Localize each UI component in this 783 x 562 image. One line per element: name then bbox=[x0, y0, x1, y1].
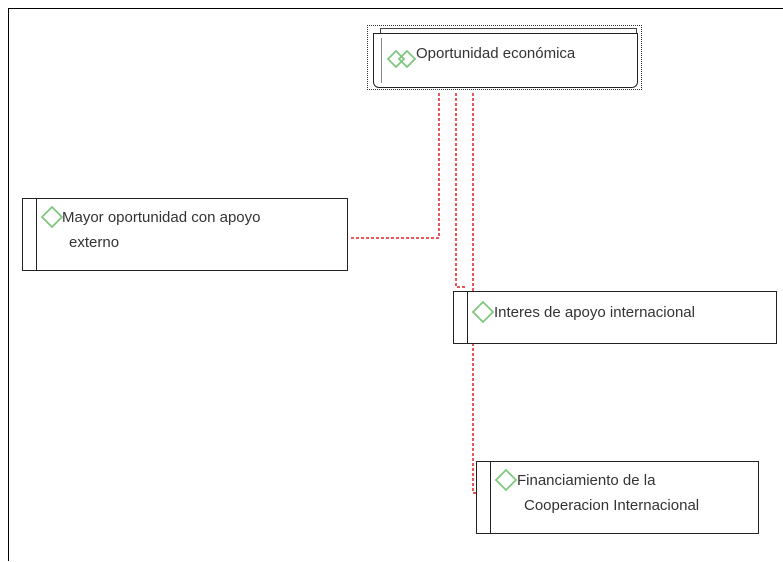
node-label-line2: Cooperacion Internacional bbox=[524, 497, 700, 514]
node-interes-apoyo[interactable]: Interes de apoyo internacional bbox=[453, 291, 777, 344]
node-label-line1: Financiamiento de la bbox=[517, 472, 656, 489]
node-label-line1: Mayor oportunidad con apoyo bbox=[62, 209, 261, 226]
diamond-icon bbox=[40, 205, 64, 229]
node-label: Interes de apoyo internacional bbox=[494, 304, 695, 321]
connector-lines bbox=[349, 93, 477, 494]
node-side-bar bbox=[477, 462, 491, 533]
root-node-handle bbox=[381, 38, 382, 83]
diamond-icon bbox=[494, 468, 518, 492]
node-financiamiento[interactable]: Financiamiento de la Cooperacion Interna… bbox=[476, 461, 759, 534]
node-side-bar bbox=[23, 199, 37, 270]
diamond-icon bbox=[471, 300, 495, 324]
node-label-line2: externo bbox=[69, 234, 120, 251]
node-mayor-oportunidad[interactable]: Mayor oportunidad con apoyo externo bbox=[22, 198, 348, 271]
root-node-selection-frame bbox=[367, 25, 642, 90]
link-root-to-interes bbox=[455, 93, 466, 288]
double-diamond-icon bbox=[387, 49, 417, 69]
link-root-to-financiamiento bbox=[472, 93, 477, 494]
diagram-canvas: Oportunidad económica Mayor oportunidad … bbox=[8, 8, 783, 561]
node-side-bar bbox=[454, 292, 468, 343]
link-root-to-mayor bbox=[349, 93, 440, 239]
root-node-label: Oportunidad económica bbox=[416, 45, 576, 62]
root-node[interactable]: Oportunidad económica bbox=[373, 33, 638, 88]
